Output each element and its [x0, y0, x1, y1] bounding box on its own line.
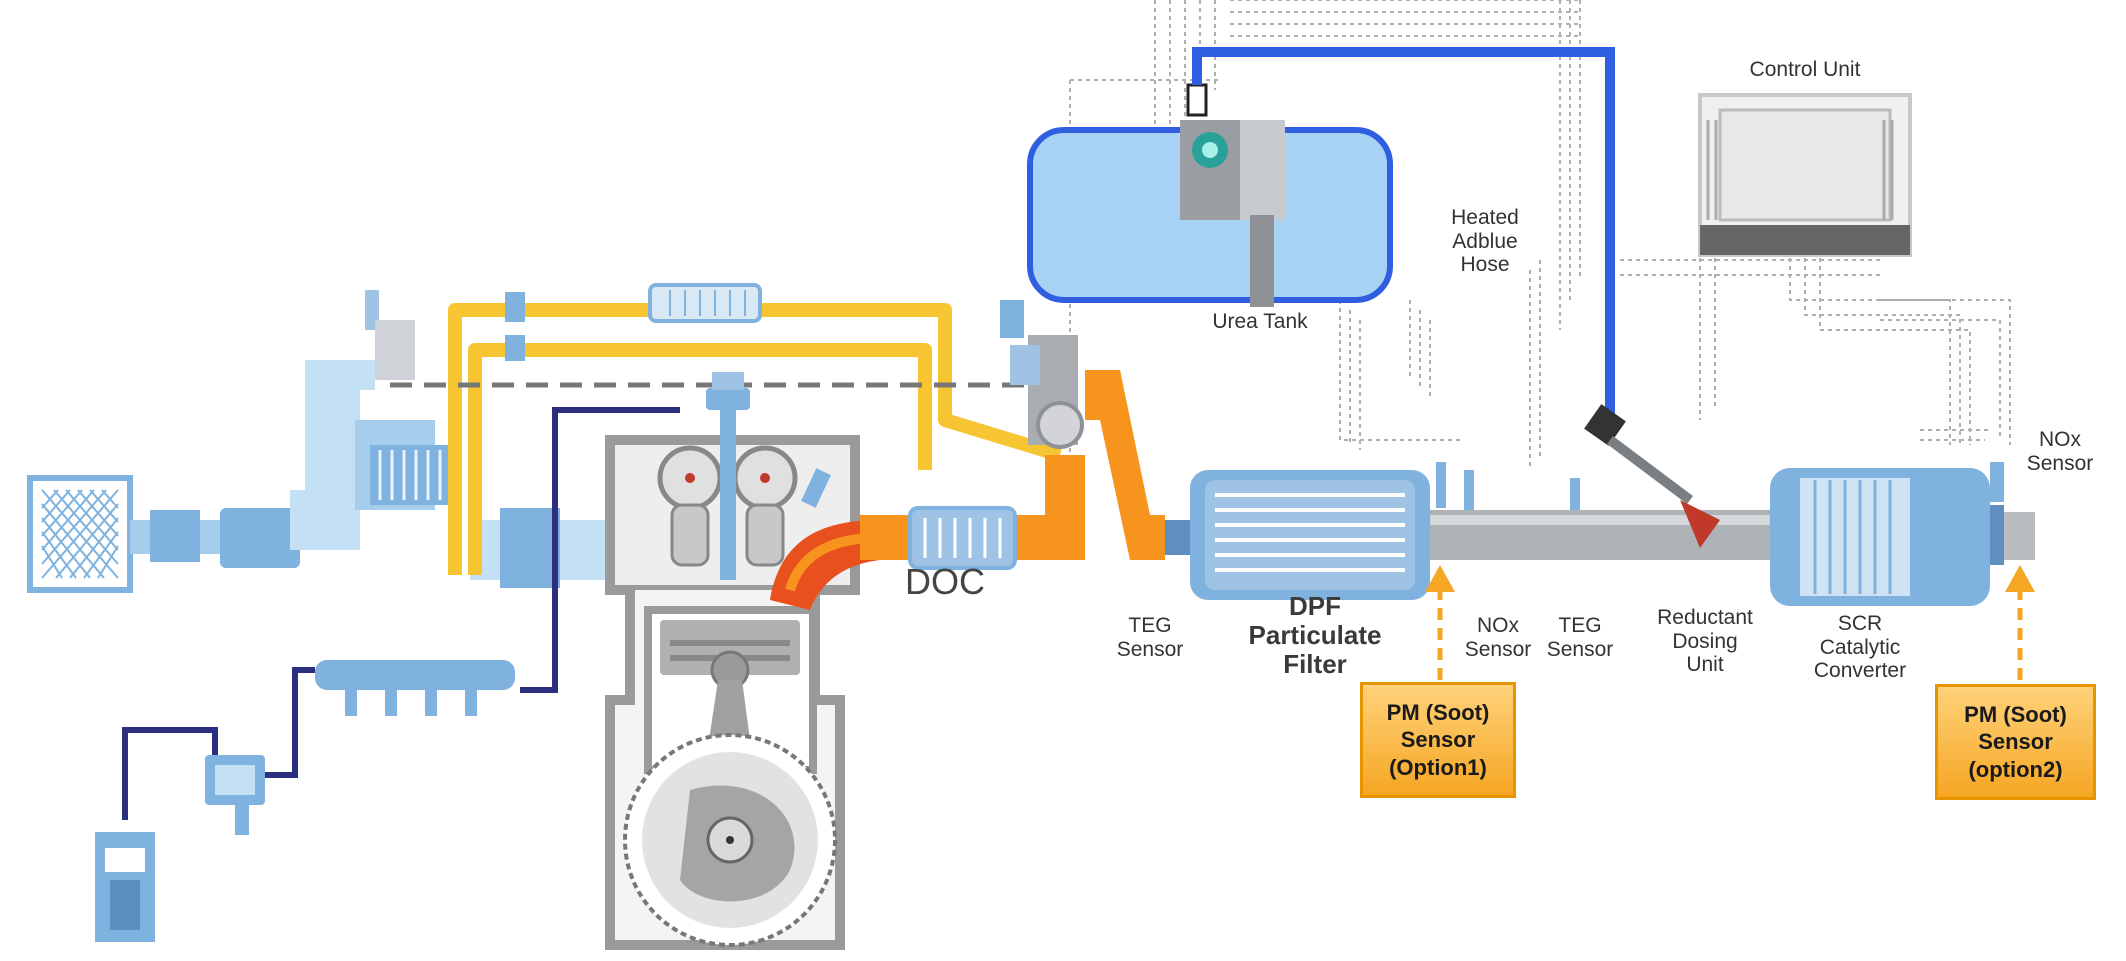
- teg-sensor-1-label: TEG Sensor: [1116, 614, 1184, 661]
- egr-cooler-icon: [648, 283, 762, 323]
- dosing-injector-icon: [1584, 404, 1720, 548]
- intake-pipework: [130, 360, 690, 600]
- nox-sensor-1-label: NOx Sensor: [1464, 614, 1532, 661]
- engine-block-icon: [605, 372, 860, 950]
- fuel-tank-icon: [95, 832, 155, 942]
- heated-hose-label: Heated Adblue Hose: [1451, 206, 1519, 277]
- turbocharger-icon: [365, 290, 1084, 449]
- adblue-hose: [1192, 47, 1615, 420]
- teg-sensor-2-label: TEG Sensor: [1546, 614, 1614, 661]
- fuel-rail-icon: [315, 660, 515, 716]
- scr-label: SCR Catalytic Converter: [1813, 612, 1907, 683]
- pm-sensor-2-callout: PM (Soot) Sensor (option2): [1935, 684, 2096, 800]
- pm-sensor-1-callout: PM (Soot) Sensor (Option1): [1360, 682, 1516, 798]
- sensor-probes: [1436, 462, 2004, 510]
- egr-loop: [448, 303, 1063, 575]
- dpf-label: DPF Particulate Filter: [1248, 591, 1382, 680]
- pm-sensor-arrows: [1437, 580, 2023, 680]
- doc-label: DOC: [905, 561, 985, 602]
- urea-tank-icon: [1027, 83, 1393, 307]
- dpf-filter-icon: [1190, 470, 1430, 600]
- reductant-dosing-label: Reductant Dosing Unit: [1657, 606, 1753, 677]
- egr-valve-icon: [505, 292, 525, 361]
- fuel-lines: [122, 407, 680, 820]
- scr-converter-icon: [1770, 468, 1990, 606]
- control-unit-icon: [1698, 93, 1912, 257]
- urea-tank-label: Urea Tank: [1212, 310, 1308, 333]
- fuel-pump-icon: [205, 755, 265, 835]
- wiring-harness: [1069, 0, 2011, 470]
- doc-catalyst-icon: [908, 506, 1017, 570]
- control-unit-label: Control Unit: [1749, 58, 1861, 81]
- nox-sensor-2-label: NOx Sensor: [2026, 428, 2094, 475]
- intake-filter-icon: [27, 475, 133, 593]
